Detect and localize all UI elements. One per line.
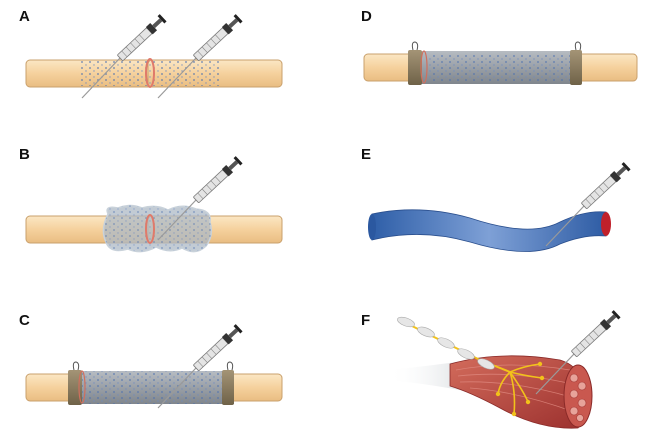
suture-stitch-icon bbox=[72, 361, 80, 371]
myelinated-axon bbox=[397, 316, 511, 373]
suture-stitch-icon bbox=[226, 361, 234, 371]
vein-cut-end bbox=[601, 212, 611, 236]
panel-label-f: F bbox=[361, 312, 371, 329]
vein-conduit bbox=[371, 209, 607, 252]
panel-a bbox=[25, 13, 283, 99]
panel-label-b: B bbox=[19, 146, 30, 163]
panel-e bbox=[368, 161, 632, 252]
panel-d bbox=[363, 41, 638, 85]
conduit-cuff-right bbox=[570, 50, 582, 85]
coaptation-suture bbox=[145, 214, 155, 244]
panel-c bbox=[25, 323, 283, 409]
panel-label-e: E bbox=[361, 146, 372, 163]
panel-label-d: D bbox=[361, 8, 372, 25]
panel-label-c: C bbox=[19, 312, 30, 329]
nerve-segment-right bbox=[225, 373, 283, 402]
conduit-cuff-right bbox=[222, 370, 234, 405]
injected-cells-region bbox=[80, 61, 220, 86]
conduit-cuff-left bbox=[68, 370, 82, 405]
suture-stitch-icon bbox=[411, 41, 419, 51]
panel-label-a: A bbox=[19, 8, 30, 25]
panel-b bbox=[25, 155, 283, 253]
tendon bbox=[388, 360, 470, 392]
coaptation-suture bbox=[145, 58, 155, 88]
suture-stitch-icon bbox=[574, 41, 582, 51]
panel-f bbox=[388, 309, 622, 429]
conduit-cuff-left bbox=[408, 50, 422, 85]
